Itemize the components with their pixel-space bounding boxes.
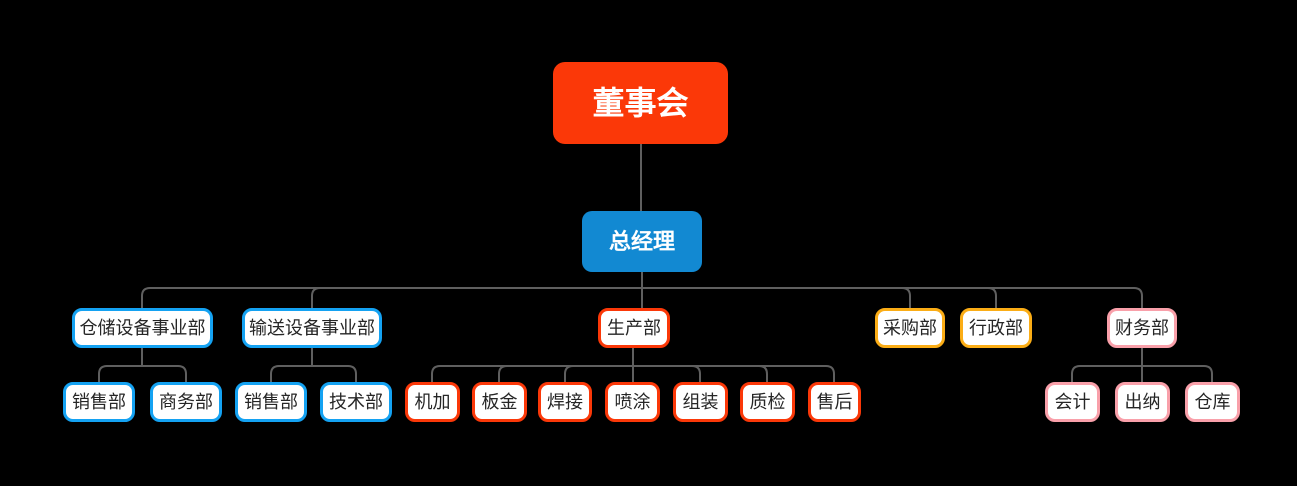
node-admin-dept[interactable]: 行政部 bbox=[960, 308, 1032, 348]
connector-conveying-division-to-children bbox=[270, 348, 357, 382]
node-cashier[interactable]: 出纳 bbox=[1115, 382, 1170, 422]
connector-finance-to-children bbox=[1071, 348, 1213, 382]
node-production-dept[interactable]: 生产部 bbox=[598, 308, 670, 348]
node-board-of-directors[interactable]: 董事会 bbox=[553, 62, 728, 144]
node-conveying-tech-dept[interactable]: 技术部 bbox=[320, 382, 392, 422]
node-quality-inspection[interactable]: 质检 bbox=[740, 382, 795, 422]
node-storage-sales-dept[interactable]: 销售部 bbox=[63, 382, 135, 422]
node-warehouse[interactable]: 仓库 bbox=[1185, 382, 1240, 422]
node-storage-equipment-division[interactable]: 仓储设备事业部 bbox=[72, 308, 213, 348]
connector-production-to-children bbox=[431, 348, 835, 382]
node-spray-painting[interactable]: 喷涂 bbox=[605, 382, 660, 422]
node-general-manager[interactable]: 总经理 bbox=[582, 211, 702, 272]
node-accounting[interactable]: 会计 bbox=[1045, 382, 1100, 422]
node-machining[interactable]: 机加 bbox=[405, 382, 460, 422]
node-after-sales[interactable]: 售后 bbox=[808, 382, 861, 422]
node-conveying-sales-dept[interactable]: 销售部 bbox=[235, 382, 307, 422]
node-assembly[interactable]: 组装 bbox=[673, 382, 728, 422]
node-purchasing-dept[interactable]: 采购部 bbox=[875, 308, 945, 348]
node-storage-business-dept[interactable]: 商务部 bbox=[150, 382, 222, 422]
connector-gm-to-departments bbox=[141, 272, 1143, 308]
node-conveying-equipment-division[interactable]: 输送设备事业部 bbox=[242, 308, 382, 348]
node-finance-dept[interactable]: 财务部 bbox=[1107, 308, 1177, 348]
node-sheet-metal[interactable]: 板金 bbox=[472, 382, 527, 422]
node-welding[interactable]: 焊接 bbox=[538, 382, 592, 422]
connector-storage-division-to-children bbox=[98, 348, 187, 382]
